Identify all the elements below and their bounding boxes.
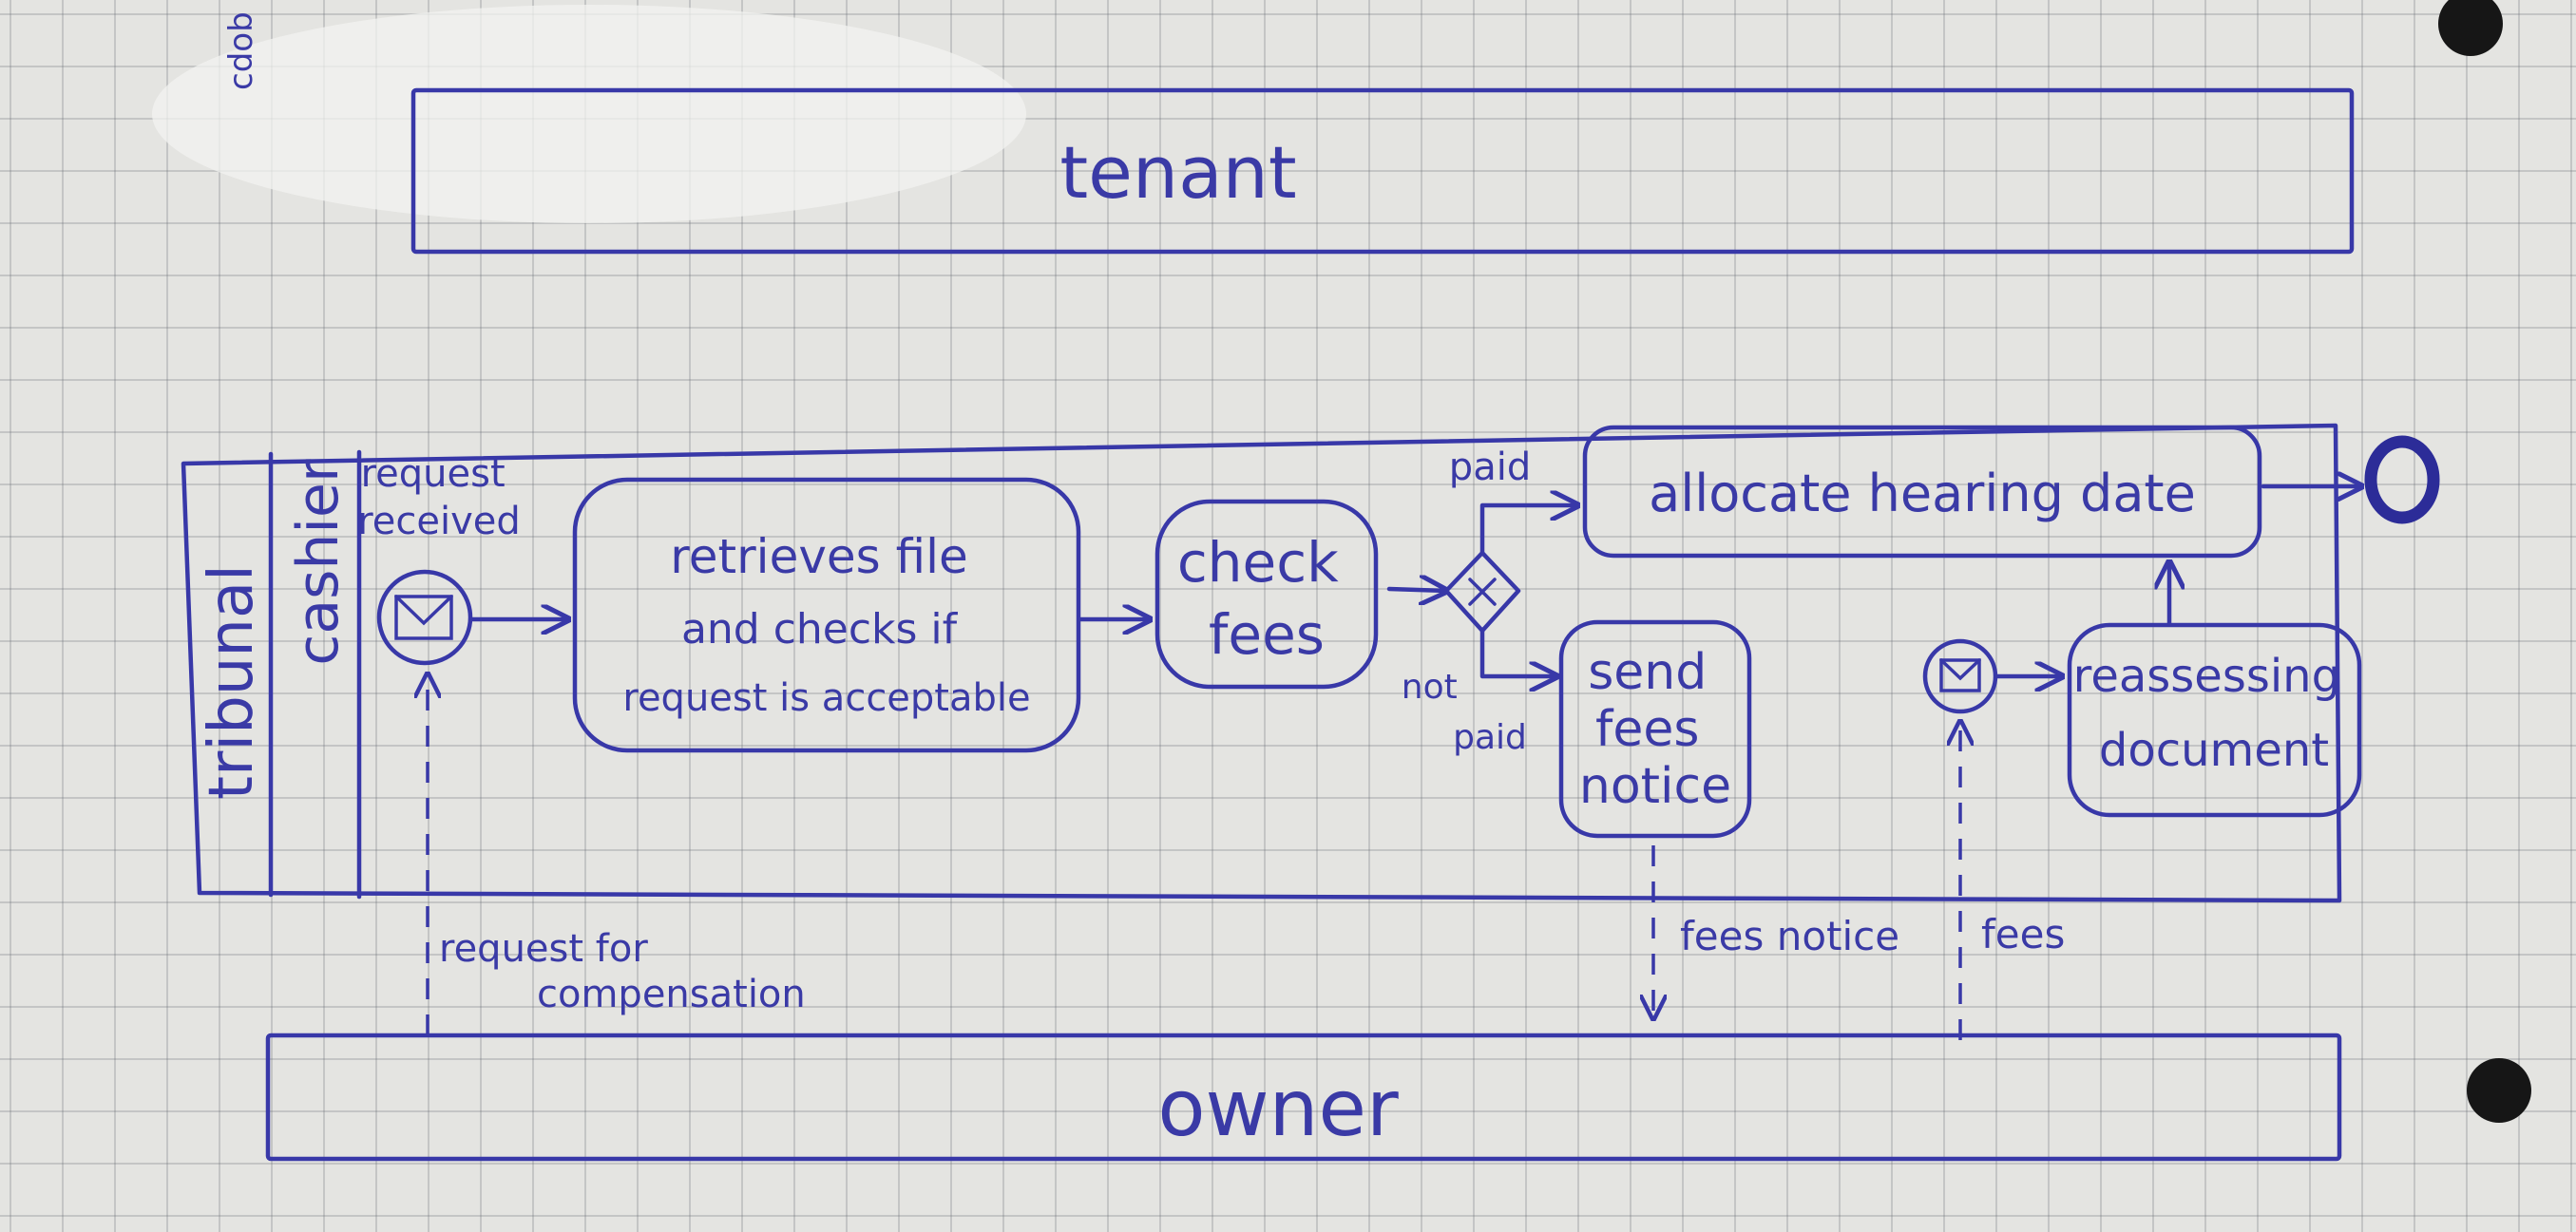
photo-glare xyxy=(152,5,1026,223)
task-reassessing-label: reassessing document xyxy=(2073,650,2356,777)
envelope-icon xyxy=(394,595,453,640)
task-allocate-hearing-date: allocate hearing date xyxy=(1582,425,2262,559)
owner-label: owner xyxy=(1157,1064,1399,1154)
task-retrieves-file: retrieves file and checks if request is … xyxy=(572,477,1081,753)
tribunal-pool: tribunal cashier xyxy=(181,423,2342,903)
task-reassessing-document: reassessing document xyxy=(2067,622,2362,818)
label-fees: fees xyxy=(1981,911,2065,957)
envelope-icon xyxy=(1939,658,1981,692)
punch-hole-bottom xyxy=(2467,1058,2531,1123)
flow-paid xyxy=(1479,505,1577,556)
corner-mark: cdob xyxy=(222,11,260,90)
label-not-paid: not paid xyxy=(1402,668,1527,757)
task-send-fees-notice: send fees notice xyxy=(1558,619,1752,839)
task-allocate-label: allocate hearing date xyxy=(1649,464,2196,523)
label-fees-notice: fees notice xyxy=(1680,913,1899,959)
flow-check-to-gateway xyxy=(1386,589,1446,591)
cashier-label: cashier xyxy=(285,459,352,666)
tribunal-label: tribunal xyxy=(197,564,267,800)
intermediate-message-event xyxy=(1922,638,1998,714)
start-event-label: request received xyxy=(357,452,521,543)
task-check-fees: check fees xyxy=(1154,499,1379,690)
tenant-label: tenant xyxy=(1059,130,1296,215)
exclusive-gateway xyxy=(1443,550,1521,634)
label-request-for-compensation: request for compensation xyxy=(439,927,806,1016)
owner-pool: owner xyxy=(265,1033,2342,1162)
task-send-fees-notice-label: send fees notice xyxy=(1579,644,1731,815)
task-check-fees-label: check fees xyxy=(1177,530,1356,667)
task-retrieves-file-label: retrieves file and checks if request is … xyxy=(622,529,1030,720)
tenant-pool: tenant xyxy=(410,87,2355,255)
x-icon xyxy=(1468,578,1497,606)
flow-not-paid xyxy=(1479,628,1556,676)
punch-hole-top xyxy=(2438,0,2503,56)
end-event xyxy=(2364,435,2440,524)
start-event-request-received: request received xyxy=(357,452,521,666)
label-paid: paid xyxy=(1449,445,1531,489)
